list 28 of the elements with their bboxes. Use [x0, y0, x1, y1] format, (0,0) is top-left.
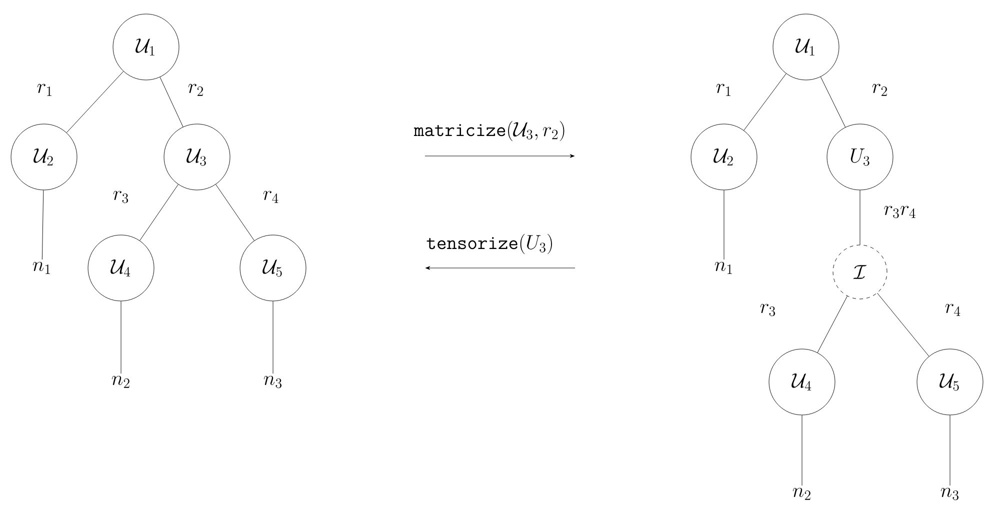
edge-label: $r_3$ [760, 304, 776, 316]
tree-edge [42, 190, 44, 260]
tree-edge [820, 76, 846, 128]
tree-edge [120, 301, 122, 374]
edge-label: $r_2$ [188, 84, 203, 96]
edge-label: $r_3$ [113, 190, 128, 204]
edge-label: $r_1$ [716, 84, 730, 96]
tree-edge [140, 184, 178, 241]
index-label: $n_3$ [264, 376, 282, 388]
edge-label: $r_1$ [37, 84, 52, 96]
index-label: $n_1$ [32, 262, 50, 274]
tree-edge [160, 76, 184, 128]
index-label: $n_1$ [714, 262, 732, 274]
tree-edge [272, 301, 274, 374]
tree-edge [877, 292, 930, 356]
index-label: $n_2$ [792, 488, 810, 500]
index-label: $n_2$ [112, 376, 130, 388]
operation-label: $\texttt{matricize}(\mathcal{U}_3, r_2)$ [414, 120, 564, 142]
tree-edge [744, 73, 786, 131]
tree-edge [66, 71, 124, 133]
tree-edge [817, 296, 848, 353]
edge-label: $r_4$ [945, 304, 960, 316]
index-label: $n_3$ [940, 488, 958, 500]
edge-label: $r_2$ [872, 84, 887, 96]
edge-label: $r_4$ [263, 190, 278, 203]
edge-label: $r_3r_4$ [884, 206, 916, 218]
tree-edge [216, 184, 254, 241]
operation-label: $\texttt{tensorize}(U_3)$ [426, 234, 552, 254]
